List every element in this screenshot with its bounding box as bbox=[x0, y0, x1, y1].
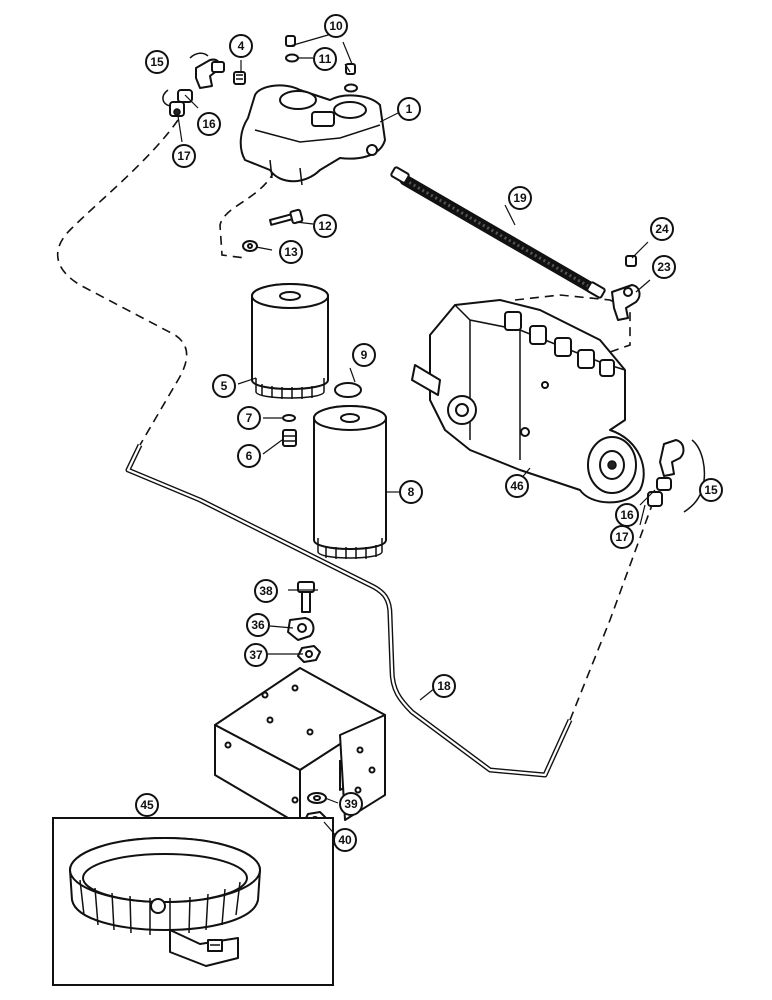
svg-text:13: 13 bbox=[284, 245, 298, 259]
fuel-tube-18 bbox=[125, 443, 573, 778]
callout-11: 11 bbox=[313, 47, 337, 71]
callout-36: 36 bbox=[246, 613, 270, 637]
svg-text:24: 24 bbox=[655, 222, 669, 236]
svg-text:38: 38 bbox=[259, 584, 273, 598]
svg-text:16: 16 bbox=[620, 508, 634, 522]
seal-ring-9 bbox=[334, 382, 362, 398]
callout-23: 23 bbox=[652, 255, 676, 279]
bleed-screw-24 bbox=[625, 255, 637, 267]
callout-16-right: 16 bbox=[615, 503, 639, 527]
svg-text:12: 12 bbox=[318, 219, 332, 233]
fuel-line-dashed-left bbox=[56, 119, 188, 446]
fitting-17-left bbox=[169, 101, 185, 117]
bracket-15-right bbox=[683, 439, 706, 513]
fuel-line-dashed-right bbox=[569, 504, 653, 721]
callout-15-left: 15 bbox=[145, 50, 169, 74]
injection-pump bbox=[411, 299, 645, 504]
svg-text:8: 8 bbox=[408, 485, 415, 499]
filter-5 bbox=[251, 283, 329, 399]
bracket-15-left bbox=[162, 52, 209, 107]
clip-36 bbox=[287, 617, 315, 641]
svg-text:9: 9 bbox=[361, 348, 368, 362]
callout-37: 37 bbox=[244, 643, 268, 667]
banjo-fitting-23 bbox=[611, 284, 641, 321]
svg-text:7: 7 bbox=[246, 411, 253, 425]
svg-text:5: 5 bbox=[221, 379, 228, 393]
callout-46: 46 bbox=[505, 474, 529, 498]
callout-39: 39 bbox=[339, 792, 363, 816]
callout-8: 8 bbox=[399, 480, 423, 504]
svg-text:17: 17 bbox=[177, 149, 191, 163]
callout-40: 40 bbox=[333, 828, 357, 852]
svg-text:18: 18 bbox=[437, 679, 451, 693]
callout-1: 1 bbox=[397, 97, 421, 121]
callout-7: 7 bbox=[237, 406, 261, 430]
callout-19: 19 bbox=[508, 186, 532, 210]
callout-4: 4 bbox=[229, 34, 253, 58]
callout-13: 13 bbox=[279, 240, 303, 264]
elbow-fitting-15-right bbox=[659, 439, 685, 477]
filter-head bbox=[239, 84, 386, 186]
fuel-line-dashed-head bbox=[219, 169, 276, 259]
callout-5: 5 bbox=[212, 374, 236, 398]
callout-17-right: 17 bbox=[610, 525, 634, 549]
callout-38: 38 bbox=[254, 579, 278, 603]
o-ring-7 bbox=[282, 414, 296, 422]
callout-24: 24 bbox=[650, 217, 674, 241]
washer-11 bbox=[285, 53, 358, 93]
callout-6: 6 bbox=[237, 444, 261, 468]
svg-text:19: 19 bbox=[513, 191, 527, 205]
svg-text:23: 23 bbox=[657, 260, 671, 274]
callout-12: 12 bbox=[313, 214, 337, 238]
callout-16-left: 16 bbox=[197, 112, 221, 136]
screw-10 bbox=[285, 35, 356, 75]
bolt-38 bbox=[297, 581, 315, 613]
filter-wrench-45 bbox=[69, 837, 261, 967]
fuel-hose-19 bbox=[390, 166, 606, 299]
fitting-17-right bbox=[647, 491, 663, 507]
callout-45: 45 bbox=[135, 793, 159, 817]
svg-text:10: 10 bbox=[329, 19, 343, 33]
fitting-16-right bbox=[656, 477, 672, 491]
svg-text:39: 39 bbox=[344, 797, 358, 811]
svg-text:37: 37 bbox=[249, 648, 263, 662]
svg-text:1: 1 bbox=[406, 102, 413, 116]
svg-text:17: 17 bbox=[615, 530, 629, 544]
callout-17-left: 17 bbox=[172, 144, 196, 168]
svg-text:15: 15 bbox=[704, 483, 718, 497]
washer-39 bbox=[307, 792, 327, 804]
svg-text:40: 40 bbox=[338, 833, 352, 847]
svg-text:15: 15 bbox=[150, 55, 164, 69]
svg-text:4: 4 bbox=[238, 39, 245, 53]
svg-text:45: 45 bbox=[140, 798, 154, 812]
callout-9: 9 bbox=[352, 343, 376, 367]
nut-37 bbox=[297, 645, 321, 663]
filter-8 bbox=[313, 405, 387, 559]
svg-text:16: 16 bbox=[202, 117, 216, 131]
svg-text:6: 6 bbox=[246, 449, 253, 463]
adapter-6 bbox=[282, 429, 297, 447]
svg-text:11: 11 bbox=[319, 52, 332, 66]
elbow-fitting-15-left bbox=[195, 58, 225, 89]
nut-13 bbox=[242, 240, 258, 252]
callout-15-right: 15 bbox=[699, 478, 723, 502]
callout-18: 18 bbox=[432, 674, 456, 698]
callout-10: 10 bbox=[324, 14, 348, 38]
svg-text:46: 46 bbox=[510, 479, 524, 493]
plug-4 bbox=[233, 71, 246, 85]
svg-text:36: 36 bbox=[251, 618, 265, 632]
